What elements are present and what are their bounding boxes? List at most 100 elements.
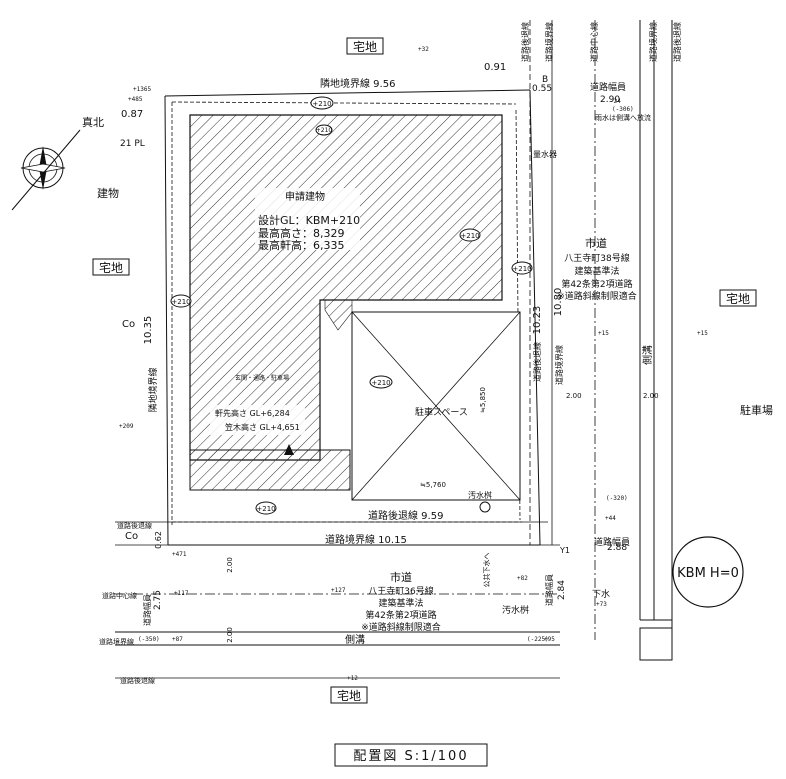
sewer-box-top: 汚水桝 <box>468 490 492 513</box>
svg-text:+209: +209 <box>119 423 134 430</box>
svg-text:2.00: 2.00 <box>643 392 659 400</box>
svg-text:+1365: +1365 <box>133 86 151 93</box>
svg-text:建築基準法: 建築基準法 <box>378 597 423 609</box>
svg-text:+210: +210 <box>171 298 190 306</box>
svg-text:公共下水へ: 公共下水へ <box>482 553 491 588</box>
svg-text:道路境界線: 道路境界線 <box>544 22 554 62</box>
svg-text:+117: +117 <box>174 590 189 597</box>
drawing-title: 配置図 S:1/100 <box>334 743 488 767</box>
svg-text:宅地: 宅地 <box>337 688 361 703</box>
svg-text:0.87: 0.87 <box>121 109 143 120</box>
svg-text:建築基準法: 建築基準法 <box>574 265 619 277</box>
svg-text:八王寺町38号線: 八王寺町38号線 <box>564 252 629 264</box>
svg-text:+471: +471 <box>172 551 187 558</box>
entrance-note: 玄関・通路・駐車場 <box>235 374 289 382</box>
svg-text:2.00: 2.00 <box>226 557 234 573</box>
svg-text:Y1: Y1 <box>559 546 570 555</box>
road-right-info: 市道 八王寺町38号線 建築基準法 第42条第2項道路 ※道路斜線制限適合 道路… <box>520 22 682 553</box>
kbm-benchmark: KBM H=0 <box>639 536 744 661</box>
svg-text:+210: +210 <box>256 505 275 513</box>
svg-text:0.91: 0.91 <box>484 62 506 73</box>
svg-text:0.62: 0.62 <box>154 531 163 549</box>
neighbor-label-bottom: 宅地 <box>330 686 368 704</box>
level-markers: +210 +210 +210 +210 +210 +210 +210 <box>170 96 533 515</box>
road-bottom-lines <box>115 521 560 679</box>
svg-text:≒5,760: ≒5,760 <box>420 481 446 489</box>
svg-text:+15: +15 <box>598 330 609 337</box>
svg-text:+82: +82 <box>517 575 528 582</box>
sewer-box-bottom: 汚水桝 <box>502 604 529 616</box>
svg-text:0.55: 0.55 <box>532 84 552 94</box>
svg-text:10.80: 10.80 <box>553 288 564 317</box>
road-bottom-info: 市道 八王寺町36号線 建築基準法 第42条第2項道路 ※道路斜線制限適合 道路… <box>99 521 610 685</box>
svg-text:+210: +210 <box>312 100 331 108</box>
svg-text:+32: +32 <box>418 46 429 53</box>
svg-text:2.88: 2.88 <box>607 543 627 553</box>
svg-text:+210: +210 <box>460 232 479 240</box>
svg-text:側溝: 側溝 <box>641 345 654 365</box>
svg-text:雨水は側溝へ放流: 雨水は側溝へ放流 <box>595 113 651 122</box>
svg-text:道路中心線: 道路中心線 <box>102 591 137 600</box>
svg-text:最高高さ：8,329: 最高高さ：8,329 <box>258 226 345 240</box>
road-right-lines <box>529 20 673 660</box>
boundary-dimensions: 隣地境界線 9.56 10.35 隣地境界線 10.23 10.80 道路後退線… <box>143 77 564 546</box>
building-label: 建物 <box>97 186 119 200</box>
svg-text:+12: +12 <box>347 675 358 682</box>
svg-text:2.00: 2.00 <box>226 627 234 643</box>
svg-text:第42条第2項道路: 第42条第2項道路 <box>365 609 436 621</box>
svg-text:側溝: 側溝 <box>345 633 365 646</box>
svg-text:(-306): (-306) <box>612 106 634 113</box>
svg-text:10.35: 10.35 <box>143 316 154 345</box>
svg-text:道路後退線: 道路後退線 <box>672 22 682 62</box>
svg-text:道路幅員: 道路幅員 <box>142 594 152 626</box>
svg-text:+210: +210 <box>316 127 333 134</box>
svg-text:道路後退線: 道路後退線 <box>120 676 155 685</box>
svg-text:+87: +87 <box>172 636 183 643</box>
svg-text:21 PL: 21 PL <box>120 139 145 149</box>
svg-text:※道路斜線制限適合: ※道路斜線制限適合 <box>361 621 441 633</box>
entrance-arrow <box>284 444 294 455</box>
svg-text:(-225): (-225) <box>527 636 549 643</box>
svg-text:+210: +210 <box>512 265 531 273</box>
spot-heights: +1365 +485 +209 +471 +117 +127 +87 +82 +… <box>119 46 708 682</box>
svg-text:隣地境界線: 隣地境界線 <box>147 367 159 412</box>
svg-text:軒先高さ GL+6,284: 軒先高さ GL+6,284 <box>215 408 290 418</box>
svg-text:汚水桝: 汚水桝 <box>502 604 529 616</box>
svg-text:+210: +210 <box>371 379 390 387</box>
svg-text:隣地境界線 9.56: 隣地境界線 9.56 <box>320 77 395 90</box>
svg-text:設計GL：KBM+210: 設計GL：KBM+210 <box>258 213 360 227</box>
svg-text:B: B <box>542 75 548 85</box>
svg-text:(-320): (-320) <box>606 495 628 502</box>
svg-text:配置図 S:1/100: 配置図 S:1/100 <box>353 749 468 764</box>
svg-text:下水: 下水 <box>592 588 610 600</box>
co-label-bottom: Co <box>125 531 138 542</box>
svg-text:道路幅員: 道路幅員 <box>590 81 626 93</box>
svg-text:八王寺町36号線: 八王寺町36号線 <box>368 585 433 597</box>
svg-text:汚水桝: 汚水桝 <box>468 490 492 500</box>
svg-text:宅地: 宅地 <box>99 260 123 275</box>
svg-text:2.84: 2.84 <box>557 580 567 600</box>
svg-text:宅地: 宅地 <box>726 291 750 306</box>
svg-text:道路境界線: 道路境界線 <box>99 637 134 646</box>
svg-text:申請建物: 申請建物 <box>285 190 325 203</box>
svg-text:≒5,850: ≒5,850 <box>479 387 487 413</box>
svg-text:市道: 市道 <box>585 236 607 250</box>
svg-text:(-350): (-350) <box>138 636 160 643</box>
svg-text:道路境界線: 道路境界線 <box>554 345 564 385</box>
co-label-left: Co <box>122 319 135 330</box>
building-info: 申請建物 設計GL：KBM+210 最高高さ：8,329 最高軒高：6,335 <box>255 188 360 252</box>
misc-dimensions: 0.91 0.55 0.87 0.62 ≒5,760 ≒5,850 B Y1 2… <box>120 62 651 555</box>
svg-text:道路中心線: 道路中心線 <box>589 22 599 62</box>
svg-text:道路後退線: 道路後退線 <box>520 22 530 62</box>
svg-text:笠木高さ GL+4,651: 笠木高さ GL+4,651 <box>225 422 300 432</box>
svg-text:道路幅員: 道路幅員 <box>594 536 630 548</box>
svg-text:2.75: 2.75 <box>153 590 163 610</box>
neighbor-label-top: 宅地 <box>346 37 384 55</box>
svg-text:2.00: 2.00 <box>566 392 582 400</box>
water-meter-label: 量水器 <box>533 149 557 159</box>
svg-text:-24: -24 <box>610 98 621 105</box>
svg-text:+95: +95 <box>544 636 555 643</box>
svg-text:+15: +15 <box>697 330 708 337</box>
